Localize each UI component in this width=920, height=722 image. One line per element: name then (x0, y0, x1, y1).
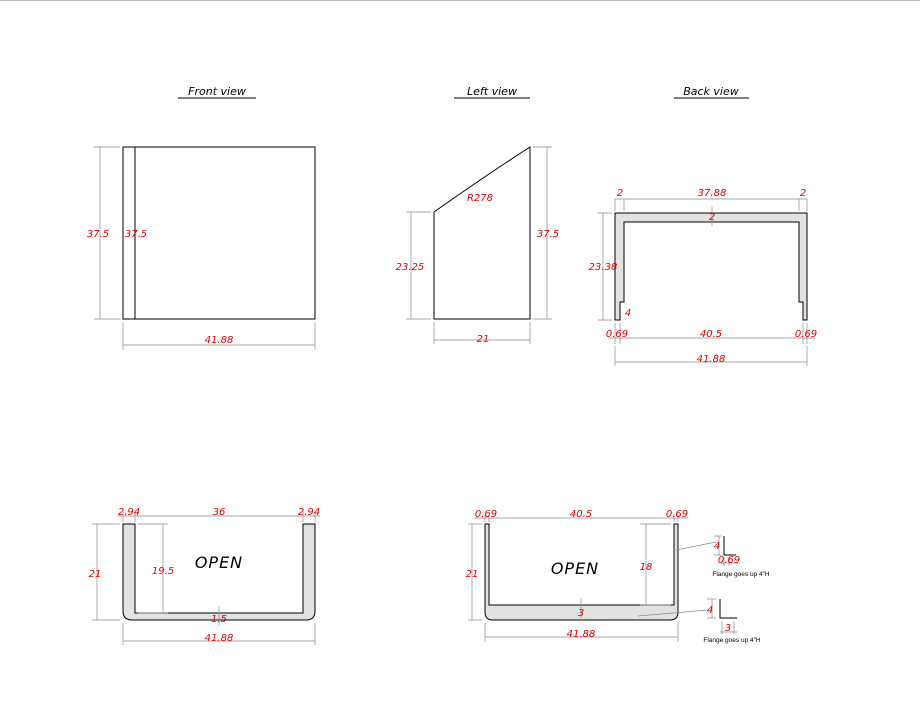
back-wall-label: 2 (709, 212, 715, 223)
detail-top-thickness-label: 0.69 (718, 555, 740, 566)
left-low-height-label: 23.25 (396, 262, 425, 273)
section-b-wall-left-label: 0.69 (475, 509, 497, 520)
section-a-profile (122, 523, 316, 621)
detail-top-flange (723, 536, 736, 556)
section-b: 0.69 40.5 0.69 21 OPEN 18 3 41.88 4 0.69… (466, 509, 770, 644)
section-b-detail-top: 4 0.69 Flange goes up 4"H (675, 535, 770, 578)
detail-bottom-note: Flange goes up 4"H (703, 637, 761, 644)
front-width-dimension (122, 322, 316, 350)
section-a-top-dimension (118, 512, 320, 522)
back-height-dimension (598, 212, 612, 321)
section-a-open-label: OPEN (195, 553, 243, 572)
section-b-height-label: 21 (466, 569, 479, 580)
back-top-dimension (614, 198, 808, 211)
detail-top-height-dimension (714, 535, 721, 556)
section-a: 2.94 36 2.94 21 19.5 OPEN 1.5 41.88 (89, 507, 320, 645)
section-b-open-label: OPEN (551, 559, 599, 578)
back-flange-right-label: 2 (800, 188, 806, 199)
section-a-height-dimension (92, 523, 120, 621)
section-b-height-dimension (468, 523, 482, 621)
section-b-detail-bottom: 4 3 Flange goes up 4"H (637, 598, 761, 644)
back-width-label: 41.88 (697, 354, 726, 365)
detail-bottom-thickness-dimension (720, 621, 737, 634)
left-view-outline (433, 146, 531, 320)
section-b-width-label: 41.88 (567, 629, 596, 640)
section-b-width-dimension (484, 623, 679, 642)
left-low-height-dimension (406, 211, 431, 320)
back-width-dimension (614, 346, 808, 366)
left-radius-label: R278 (467, 193, 493, 204)
section-b-profile (484, 523, 679, 621)
back-flange-left-label: 2 (617, 188, 623, 199)
section-a-inner-height-dimension (138, 523, 168, 614)
back-notch-label: 4 (625, 308, 631, 319)
section-b-inner-height-dimension (640, 523, 671, 606)
detail-bottom-flange (719, 599, 737, 619)
front-view-outline (122, 146, 316, 320)
section-a-wall-right-label: 2.94 (298, 507, 320, 518)
section-b-bottom-label: 3 (578, 608, 584, 619)
section-a-inner-width-label: 36 (213, 507, 226, 518)
detail-bottom-thickness-label: 3 (725, 623, 731, 634)
section-a-bottom-label: 1.5 (211, 614, 227, 625)
section-a-width-label: 41.88 (205, 633, 234, 644)
back-lip-right-label: 0.69 (795, 329, 817, 340)
section-b-top-dimension (474, 514, 688, 522)
front-view-title: Front view (188, 85, 246, 98)
front-height-label: 37.5 (87, 229, 109, 240)
left-depth-label: 21 (477, 334, 490, 345)
detail-top-note: Flange goes up 4"H (712, 571, 770, 578)
back-height-label: 23.38 (589, 262, 618, 273)
back-view: Back view 2 37.88 2 2 23.38 4 0.69 40.5 … (589, 85, 817, 366)
left-depth-dimension (433, 322, 531, 344)
back-inner-width-label: 40.5 (700, 329, 722, 340)
detail-bottom-height-label: 4 (707, 605, 713, 616)
left-high-height-label: 37.5 (537, 229, 559, 240)
front-inner-height-label: 37.5 (125, 229, 147, 240)
section-b-wall-right-label: 0.69 (666, 509, 688, 520)
back-view-profile (614, 212, 808, 321)
section-a-height-label: 21 (89, 569, 102, 580)
front-view: Front view 37.5 37.5 41.88 (87, 85, 316, 350)
section-b-inner-width-label: 40.5 (570, 509, 592, 520)
front-height-dimension (94, 146, 120, 320)
detail-bottom-height-dimension (707, 598, 716, 619)
section-b-inner-height-label: 18 (640, 562, 653, 573)
left-view: Left view R278 23.25 37.5 21 (396, 85, 559, 345)
section-a-wall-left-label: 2.94 (118, 507, 140, 518)
detail-top-height-label: 4 (714, 541, 720, 552)
front-width-label: 41.88 (205, 335, 234, 346)
detail-top-thickness-dimension (721, 557, 738, 566)
section-a-width-dimension (122, 623, 316, 645)
section-a-inner-height-label: 19.5 (152, 566, 174, 577)
back-span-top-label: 37.88 (698, 188, 727, 199)
back-lip-left-label: 0.69 (606, 329, 628, 340)
left-view-title: Left view (467, 85, 517, 98)
detail-top-leader (675, 541, 717, 551)
back-bottom-dimension (608, 323, 815, 344)
left-high-height-dimension (533, 146, 552, 320)
detail-bottom-leader (637, 609, 709, 617)
back-view-title: Back view (683, 85, 739, 98)
